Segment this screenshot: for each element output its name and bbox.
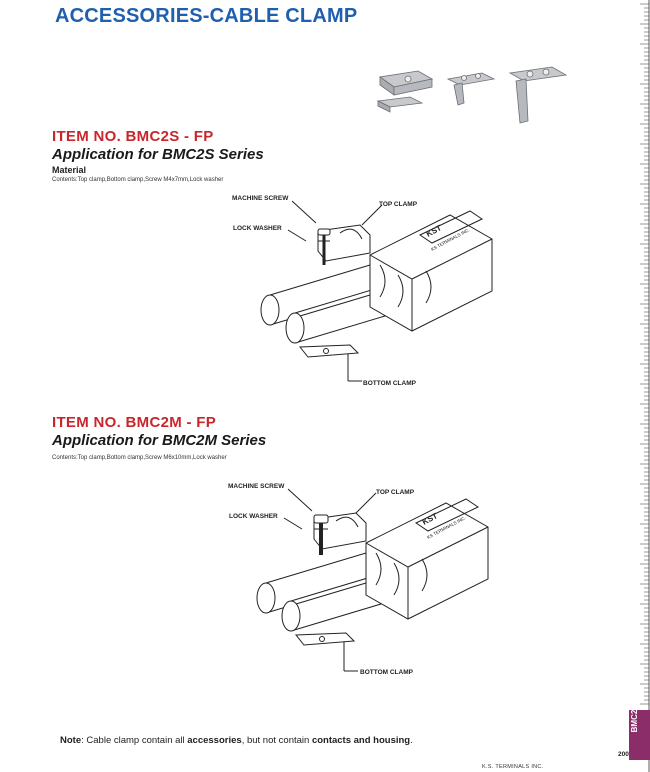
item1-callout-bottom-clamp: BOTTOM CLAMP xyxy=(363,380,416,387)
item1-application: Application for BMC2S Series xyxy=(52,146,264,163)
item2-callout-lock-washer: LOCK WASHER xyxy=(229,513,278,520)
item1-callout-machine-screw: MACHINE SCREW xyxy=(232,195,289,202)
item1-contents: Contents:Top clamp,Bottom clamp,Screw M4… xyxy=(52,177,224,183)
item2-callout-bottom-clamp: BOTTOM CLAMP xyxy=(360,669,413,676)
item1-assembly-drawing: KST KS TERMINALS INC. xyxy=(260,200,493,382)
item2-callout-machine-screw: MACHINE SCREW xyxy=(228,483,285,490)
page-title: ACCESSORIES-CABLE CLAMP xyxy=(55,5,358,27)
note: Note: Cable clamp contain all accessorie… xyxy=(60,735,413,746)
item2-callout-top-clamp: TOP CLAMP xyxy=(376,489,415,496)
footer-company: K.S. TERMINALS INC. xyxy=(482,764,544,770)
item2-assembly-drawing: KST KS TERMINALS INC. xyxy=(256,488,489,672)
note-bold-contacts: contacts and housing xyxy=(311,735,411,746)
clamp-product-photo xyxy=(376,66,568,124)
note-text-pre: : Cable clamp contain all xyxy=(81,735,188,746)
section-tab xyxy=(629,710,650,760)
note-text-mid: , but not contain xyxy=(241,735,312,746)
note-text-post: . xyxy=(410,735,413,746)
item2-number: ITEM NO. BMC2M - FP xyxy=(52,414,217,431)
page-number: 200 xyxy=(618,751,629,758)
item2-contents: Contents:Top clamp,Bottom clamp,Screw M6… xyxy=(52,455,227,461)
item1-callout-top-clamp: TOP CLAMP xyxy=(379,201,418,208)
item1-number: ITEM NO. BMC2S - FP xyxy=(52,128,214,145)
note-label: Note xyxy=(60,735,82,746)
section-tab-label: BMC2 xyxy=(630,709,639,733)
item2-application: Application for BMC2M Series xyxy=(52,432,267,449)
page-edge-ruler xyxy=(640,0,650,772)
note-bold-accessories: accessories xyxy=(187,735,242,746)
item1-material-label: Material xyxy=(52,165,87,175)
item1-callout-lock-washer: LOCK WASHER xyxy=(233,225,282,232)
